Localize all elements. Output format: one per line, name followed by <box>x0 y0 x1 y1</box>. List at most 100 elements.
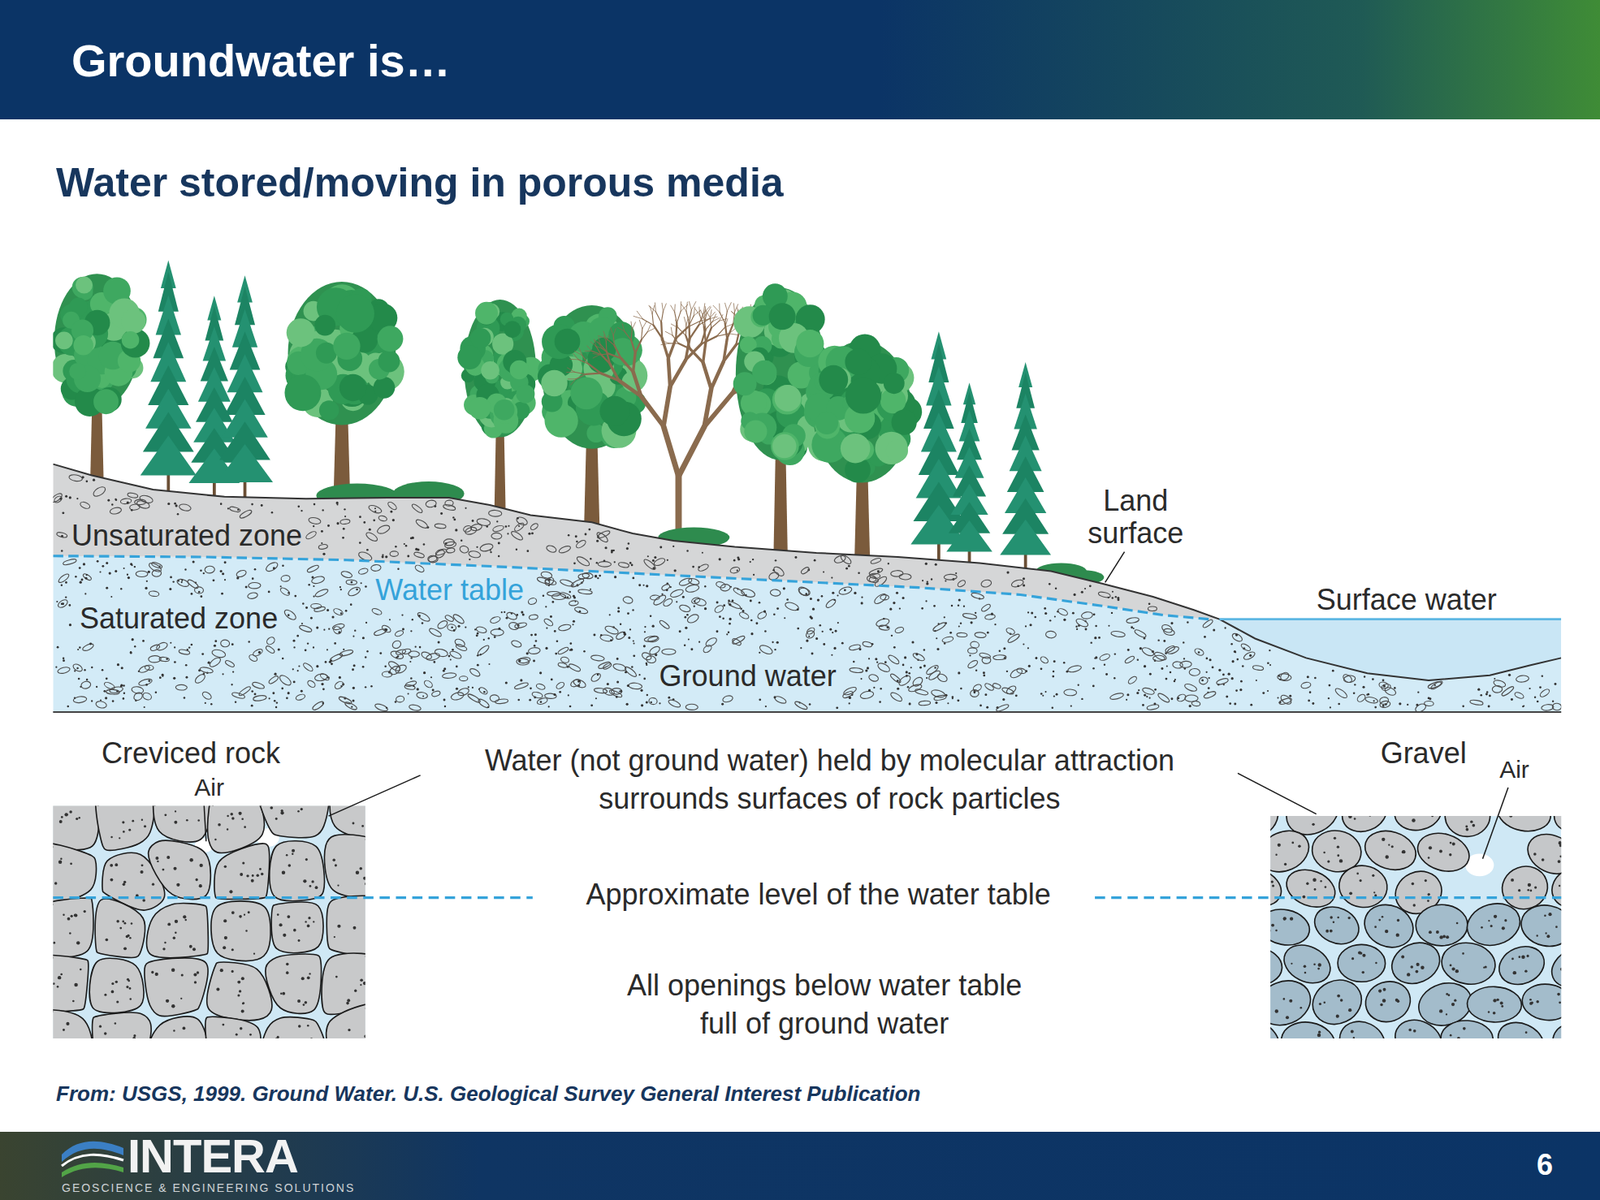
pebble <box>370 564 381 572</box>
tree-leaves <box>373 376 396 399</box>
pebble <box>478 686 489 696</box>
pebble <box>452 613 466 626</box>
conifer-tree <box>216 275 273 506</box>
pebble <box>467 692 482 704</box>
tree-branch <box>648 305 657 312</box>
sediment-dot <box>1006 670 1008 673</box>
sediment-dot <box>488 637 490 640</box>
sediment-dot <box>452 516 455 519</box>
sediment-dot <box>419 646 422 649</box>
conifer-tree <box>140 259 197 500</box>
sediment-dot <box>835 706 839 710</box>
pebble <box>574 605 589 615</box>
sediment-dot <box>297 670 299 672</box>
sediment-dot <box>1487 705 1491 709</box>
pebble <box>859 690 874 701</box>
sediment-dot <box>994 623 996 626</box>
sediment-dot <box>385 707 388 710</box>
pebble <box>144 665 154 671</box>
sediment-dot <box>321 509 324 511</box>
pebble <box>602 661 613 671</box>
pebble <box>57 572 71 584</box>
tree-branch <box>661 338 669 359</box>
tree-branch <box>698 307 701 316</box>
sediment-dot <box>341 536 345 540</box>
pebble <box>178 648 191 656</box>
sediment-dot <box>934 701 938 705</box>
sediment-dot <box>1145 696 1148 698</box>
pebble <box>445 548 455 554</box>
sediment-dot <box>1028 665 1031 668</box>
sediment-dot <box>822 643 826 646</box>
sediment-dot <box>884 661 887 664</box>
sediment-dot <box>1197 651 1201 654</box>
pebble <box>527 647 541 655</box>
sediment-dot <box>471 519 475 523</box>
sediment-dot <box>1137 689 1140 692</box>
pebble <box>968 648 978 654</box>
sediment-dot <box>627 612 630 615</box>
sediment-dot <box>497 555 500 558</box>
pebble <box>969 640 980 649</box>
sediment-dot <box>1049 619 1051 622</box>
sediment-dot <box>589 588 592 591</box>
sediment-dot <box>783 617 786 619</box>
tree-branch <box>642 321 647 329</box>
pebble <box>467 550 481 559</box>
pebble <box>589 671 602 684</box>
sediment-dot <box>104 696 108 700</box>
pebble <box>492 524 505 533</box>
sediment-dot <box>935 637 938 640</box>
pebble <box>1231 631 1244 643</box>
sediment-dot <box>453 518 456 521</box>
pebble <box>333 680 346 692</box>
pebble <box>1125 617 1139 624</box>
sediment-dot <box>982 674 986 678</box>
tree-leaves <box>774 384 802 412</box>
sediment-dot <box>506 532 509 535</box>
tree-leaves <box>121 331 140 350</box>
sediment-dot <box>362 636 365 640</box>
sediment-dot <box>300 510 303 512</box>
sediment-dot <box>529 687 532 691</box>
pebble <box>251 681 265 691</box>
sediment-dot <box>968 654 971 657</box>
sediment-dot <box>534 633 537 636</box>
tree-leaves <box>457 345 482 370</box>
pebble <box>527 596 537 606</box>
tree-branch <box>622 324 625 332</box>
tree-branch <box>614 345 621 359</box>
sediment-dot <box>1363 675 1366 678</box>
pebble <box>868 673 880 683</box>
sediment-dot <box>852 661 856 664</box>
sediment-dot <box>112 700 115 703</box>
sediment-dot <box>640 689 643 692</box>
sediment-dot <box>683 616 687 619</box>
sediment-dot <box>478 688 480 691</box>
sediment-dot <box>220 502 223 506</box>
sediment-dot <box>815 637 818 640</box>
pebble <box>142 691 153 702</box>
sediment-dot <box>675 601 678 603</box>
pebble <box>647 635 659 644</box>
pebble <box>374 702 390 713</box>
sediment-dot <box>410 657 412 659</box>
sediment-dot <box>744 594 748 597</box>
tree-leaves <box>284 374 321 411</box>
sediment-dot <box>99 571 101 574</box>
sediment-dot <box>340 612 343 615</box>
pebble <box>876 661 891 675</box>
sediment-dot <box>868 689 871 692</box>
sediment-dot <box>440 512 443 515</box>
pebble <box>318 544 329 550</box>
sediment-dot <box>342 527 346 531</box>
pebble <box>622 596 633 605</box>
sediment-dot <box>305 606 308 610</box>
sediment-dot <box>287 691 290 695</box>
pebble <box>491 532 502 540</box>
sediment-dot <box>666 559 669 562</box>
sediment-dot <box>115 498 118 502</box>
sediment-dot <box>830 654 833 657</box>
conifer-tier <box>216 444 273 483</box>
sediment-dot <box>1235 689 1238 692</box>
